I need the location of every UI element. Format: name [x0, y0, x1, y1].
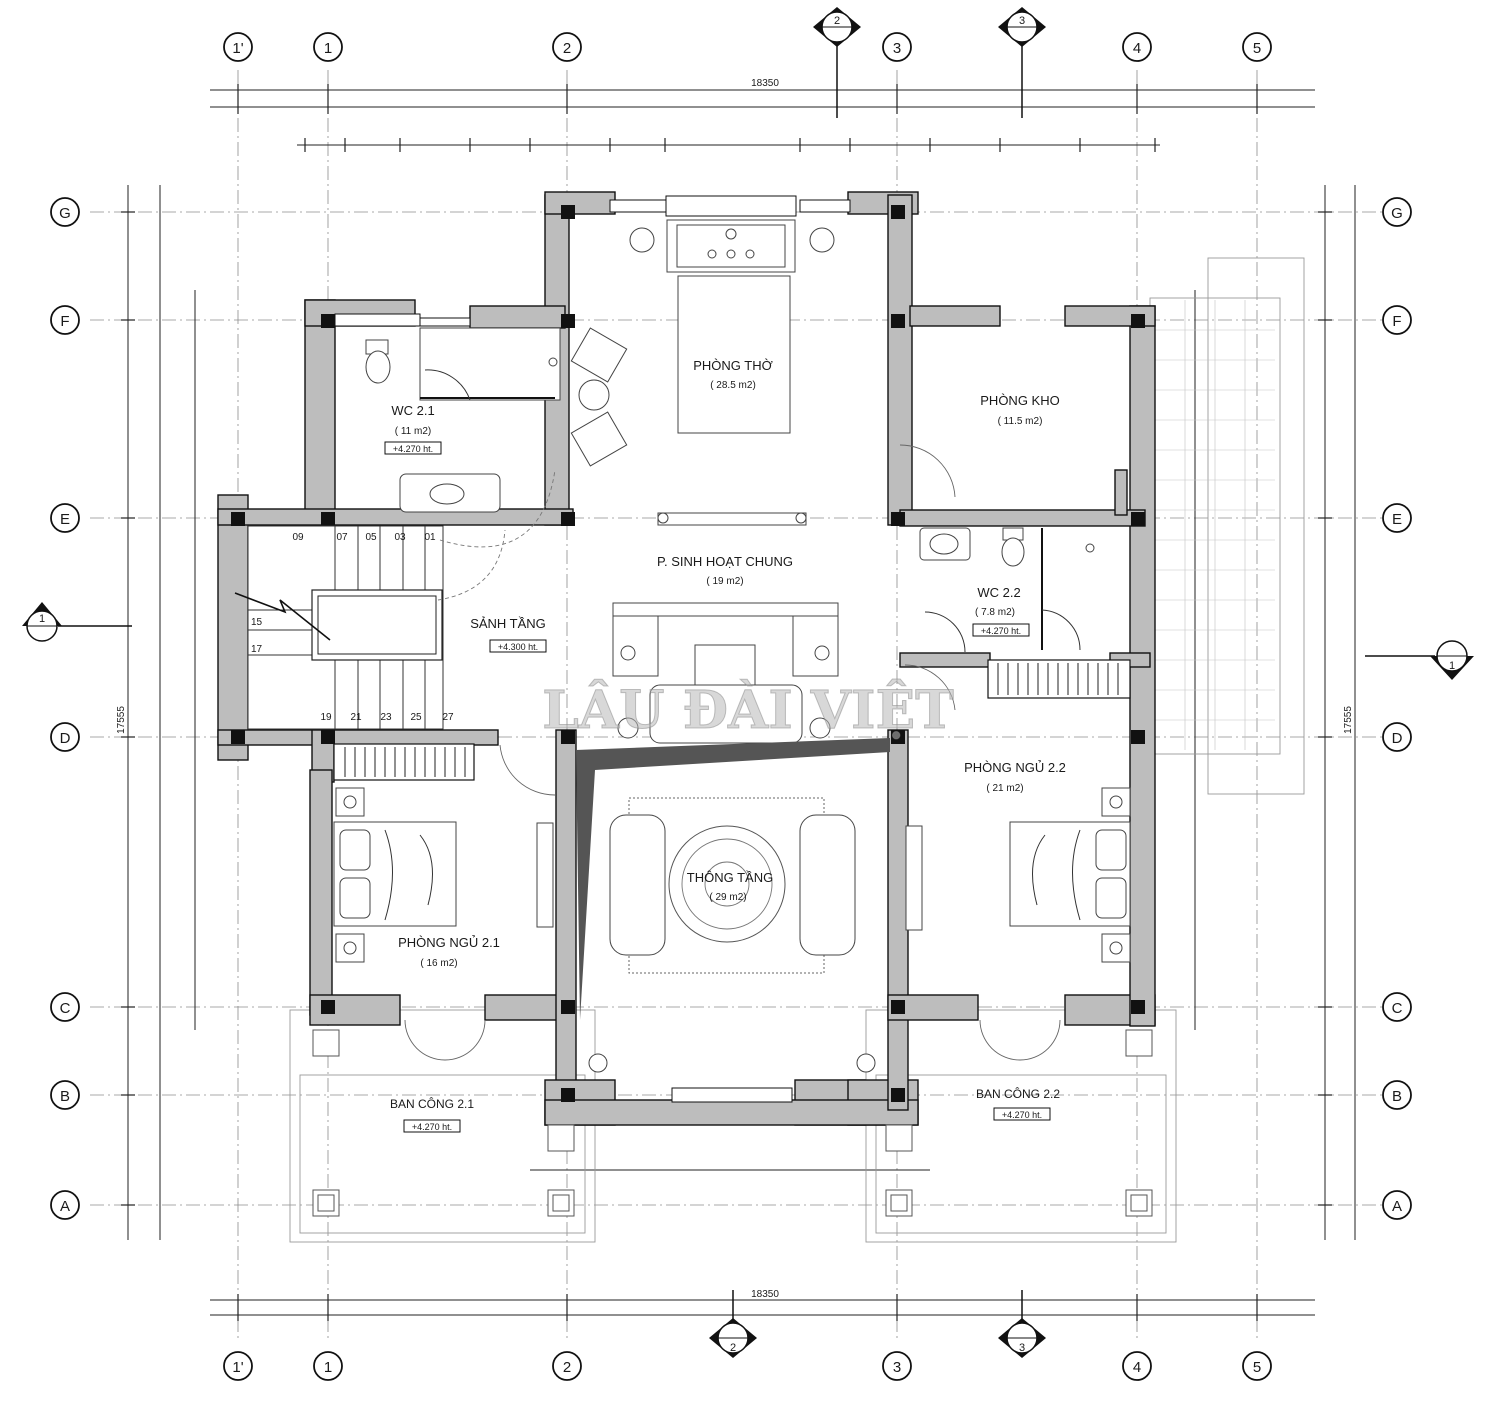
level-wc21: +4.270 ht. — [393, 444, 433, 454]
grid-bubbles-top: 1' 1 2 3 4 5 — [223, 32, 1272, 62]
grid-label-left-C: C — [60, 1000, 71, 1017]
grid-bubbles-right: G F E D C B A — [1382, 197, 1412, 1220]
grid-label-top-1prime: 1' — [232, 40, 243, 57]
section-marker-top-2: 2 — [813, 7, 861, 118]
room-area-sinh-hoat: ( 19 m2) — [706, 576, 743, 587]
stair-step-15: 15 — [251, 617, 263, 628]
structural-columns — [231, 205, 1145, 1102]
room-name-bancong22: BAN CÔNG 2.2 — [976, 1086, 1060, 1101]
grid-label-left-G: G — [59, 205, 71, 222]
section-marker-top-3: 3 — [998, 7, 1046, 118]
section-label-right-1: 1 — [1449, 660, 1455, 672]
stair-step-09: 09 — [292, 532, 304, 543]
grid-label-right-D: D — [1392, 730, 1403, 747]
section-marker-bottom-2: 2 — [709, 1290, 757, 1358]
room-name-wc22: WC 2.2 — [977, 585, 1020, 600]
grid-label-left-D: D — [60, 730, 71, 747]
room-area-phong-kho: ( 11.5 m2) — [998, 416, 1043, 427]
room-area-ngu21: ( 16 m2) — [420, 958, 457, 969]
grid-label-top-5: 5 — [1253, 40, 1261, 57]
altar-furniture — [570, 219, 835, 467]
stair-step-27: 27 — [442, 712, 454, 723]
section-label-bottom-3: 3 — [1019, 1342, 1025, 1354]
section-marker-bottom-3: 3 — [998, 1290, 1046, 1358]
stair-step-25: 25 — [410, 712, 422, 723]
wc22-fixtures — [919, 527, 1095, 653]
room-name-sinh-hoat: P. SINH HOẠT CHUNG — [657, 554, 793, 569]
room-area-wc21: ( 11 m2) — [395, 426, 432, 437]
section-marker-left-1: 1 — [22, 602, 132, 642]
grid-label-bottom-4: 4 — [1133, 1359, 1141, 1376]
stair-step-01: 01 — [424, 532, 436, 543]
room-area-ngu22: ( 21 m2) — [986, 783, 1023, 794]
room-name-ngu22: PHÒNG NGỦ 2.2 — [964, 760, 1066, 775]
bed-22 — [905, 787, 1131, 963]
grid-label-left-B: B — [60, 1088, 70, 1105]
grid-label-bottom-1: 1 — [324, 1359, 332, 1376]
grid-bubbles-bottom: 1' 1 2 3 4 5 — [223, 1351, 1272, 1381]
staircase — [234, 469, 556, 730]
level-bancong21: +4.270 ht. — [412, 1122, 452, 1132]
bed-21 — [333, 787, 554, 963]
terrace-tiles — [1155, 300, 1275, 750]
stair-step-05: 05 — [365, 532, 377, 543]
room-name-sanh-tang: SẢNH TẦNG — [470, 616, 546, 631]
section-label-top-2: 2 — [834, 15, 840, 27]
grid-label-bottom-5: 5 — [1253, 1359, 1261, 1376]
stair-step-03: 03 — [394, 532, 406, 543]
room-area-thong-tang: ( 29 m2) — [709, 892, 746, 903]
section-label-bottom-2: 2 — [730, 1342, 736, 1354]
grid-label-left-E: E — [60, 511, 70, 528]
living-furniture — [612, 512, 839, 744]
top-dimension-label: 18350 — [751, 78, 779, 89]
door-swings — [404, 444, 1061, 1061]
watermark-text: LÂU ĐÀI VIỆT — [542, 679, 954, 741]
room-name-phong-kho: PHÒNG KHO — [980, 393, 1059, 408]
left-dimension-label: 17555 — [116, 706, 127, 734]
grid-label-left-F: F — [60, 313, 69, 330]
grid-label-top-3: 3 — [893, 40, 901, 57]
wc21-fixtures — [365, 327, 561, 513]
room-area-wc22: ( 7.8 m2) — [975, 607, 1015, 618]
level-sanh-tang: +4.300 ht. — [498, 642, 538, 652]
right-dimension-label: 17555 — [1343, 706, 1354, 734]
section-label-top-3: 3 — [1019, 15, 1025, 27]
balcony-pillars — [312, 1029, 1153, 1217]
grid-bubbles-left: G F E D C B A — [50, 197, 80, 1220]
balcony-outlines — [289, 257, 1305, 1243]
level-wc22: +4.270 ht. — [981, 626, 1021, 636]
room-labels: PHÒNG THỜ ( 28.5 m2) PHÒNG KHO ( 11.5 m2… — [384, 358, 1066, 1133]
wardrobe-units — [333, 659, 1131, 781]
grid-label-left-A: A — [60, 1198, 70, 1215]
room-name-phong-tho: PHÒNG THỜ — [693, 358, 773, 373]
room-name-ngu21: PHÒNG NGỦ 2.1 — [398, 935, 500, 950]
grid-label-right-B: B — [1392, 1088, 1402, 1105]
grid-label-right-A: A — [1392, 1198, 1402, 1215]
grid-label-bottom-2: 2 — [563, 1359, 571, 1376]
grid-label-top-1: 1 — [324, 40, 332, 57]
grid-label-right-G: G — [1391, 205, 1403, 222]
stair-step-23: 23 — [380, 712, 392, 723]
grid-label-right-F: F — [1392, 313, 1401, 330]
section-marker-right-1: 1 — [1365, 640, 1474, 680]
stair-step-19: 19 — [320, 712, 332, 723]
grid-label-right-E: E — [1392, 511, 1402, 528]
grid-label-right-C: C — [1392, 1000, 1403, 1017]
section-label-left-1: 1 — [39, 613, 45, 625]
grid-label-top-2: 2 — [563, 40, 571, 57]
grid-label-top-4: 4 — [1133, 40, 1141, 57]
stair-step-21: 21 — [350, 712, 362, 723]
room-name-thong-tang: THÔNG TẦNG — [687, 870, 773, 885]
grid-label-bottom-1prime: 1' — [232, 1359, 243, 1376]
stair-step-07: 07 — [336, 532, 348, 543]
room-name-wc21: WC 2.1 — [391, 403, 434, 418]
level-bancong22: +4.270 ht. — [1002, 1110, 1042, 1120]
room-area-phong-tho: ( 28.5 m2) — [710, 380, 756, 391]
grid-label-bottom-3: 3 — [893, 1359, 901, 1376]
void-area — [576, 738, 890, 1073]
bottom-dimension-label: 18350 — [751, 1289, 779, 1300]
room-name-bancong21: BAN CÔNG 2.1 — [390, 1096, 474, 1111]
stair-step-17: 17 — [251, 644, 263, 655]
